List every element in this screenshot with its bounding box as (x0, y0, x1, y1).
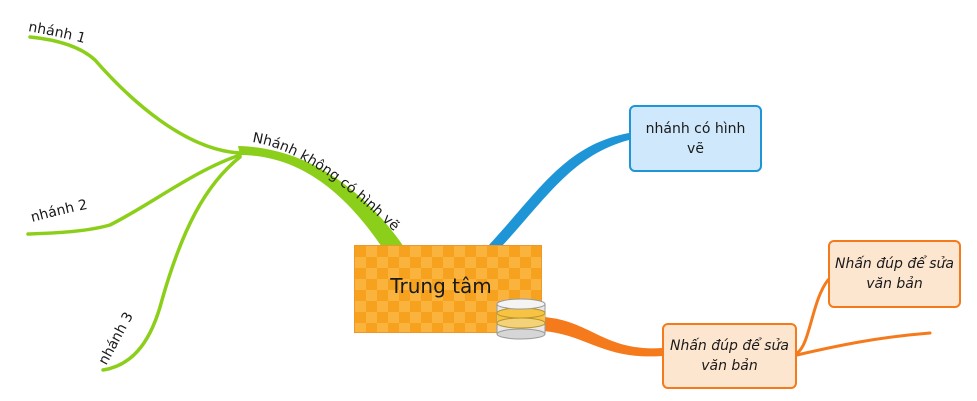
branch-orange-line-3[interactable] (795, 331, 932, 357)
orange-topic-label-2: Nhấn đúp để sửa văn bản (834, 256, 955, 292)
branch-blue-line[interactable] (488, 133, 629, 246)
branch-orange-line-1[interactable] (543, 317, 662, 357)
database-icon (496, 298, 546, 340)
central-topic-label: Trung tâm (390, 274, 492, 298)
central-topic[interactable]: Trung tâm (354, 245, 542, 333)
blue-topic-label: nhánh có hình vẽ (645, 120, 746, 157)
branch-orange-line-2[interactable] (795, 278, 830, 355)
branch-2-label[interactable]: nhánh 2 (29, 197, 89, 226)
branch-main-line[interactable] (238, 146, 404, 247)
branch-2-line[interactable] (26, 153, 242, 236)
blue-topic-node[interactable]: nhánh có hình vẽ (629, 105, 762, 172)
orange-topic-label-1: Nhấn đúp để sửa văn bản (669, 338, 790, 374)
branch-1-line[interactable] (28, 35, 242, 155)
orange-topic-node-2[interactable]: Nhấn đúp để sửa văn bản (828, 240, 961, 308)
orange-topic-node-1[interactable]: Nhấn đúp để sửa văn bản (662, 323, 797, 389)
branch-3-line[interactable] (101, 155, 242, 372)
